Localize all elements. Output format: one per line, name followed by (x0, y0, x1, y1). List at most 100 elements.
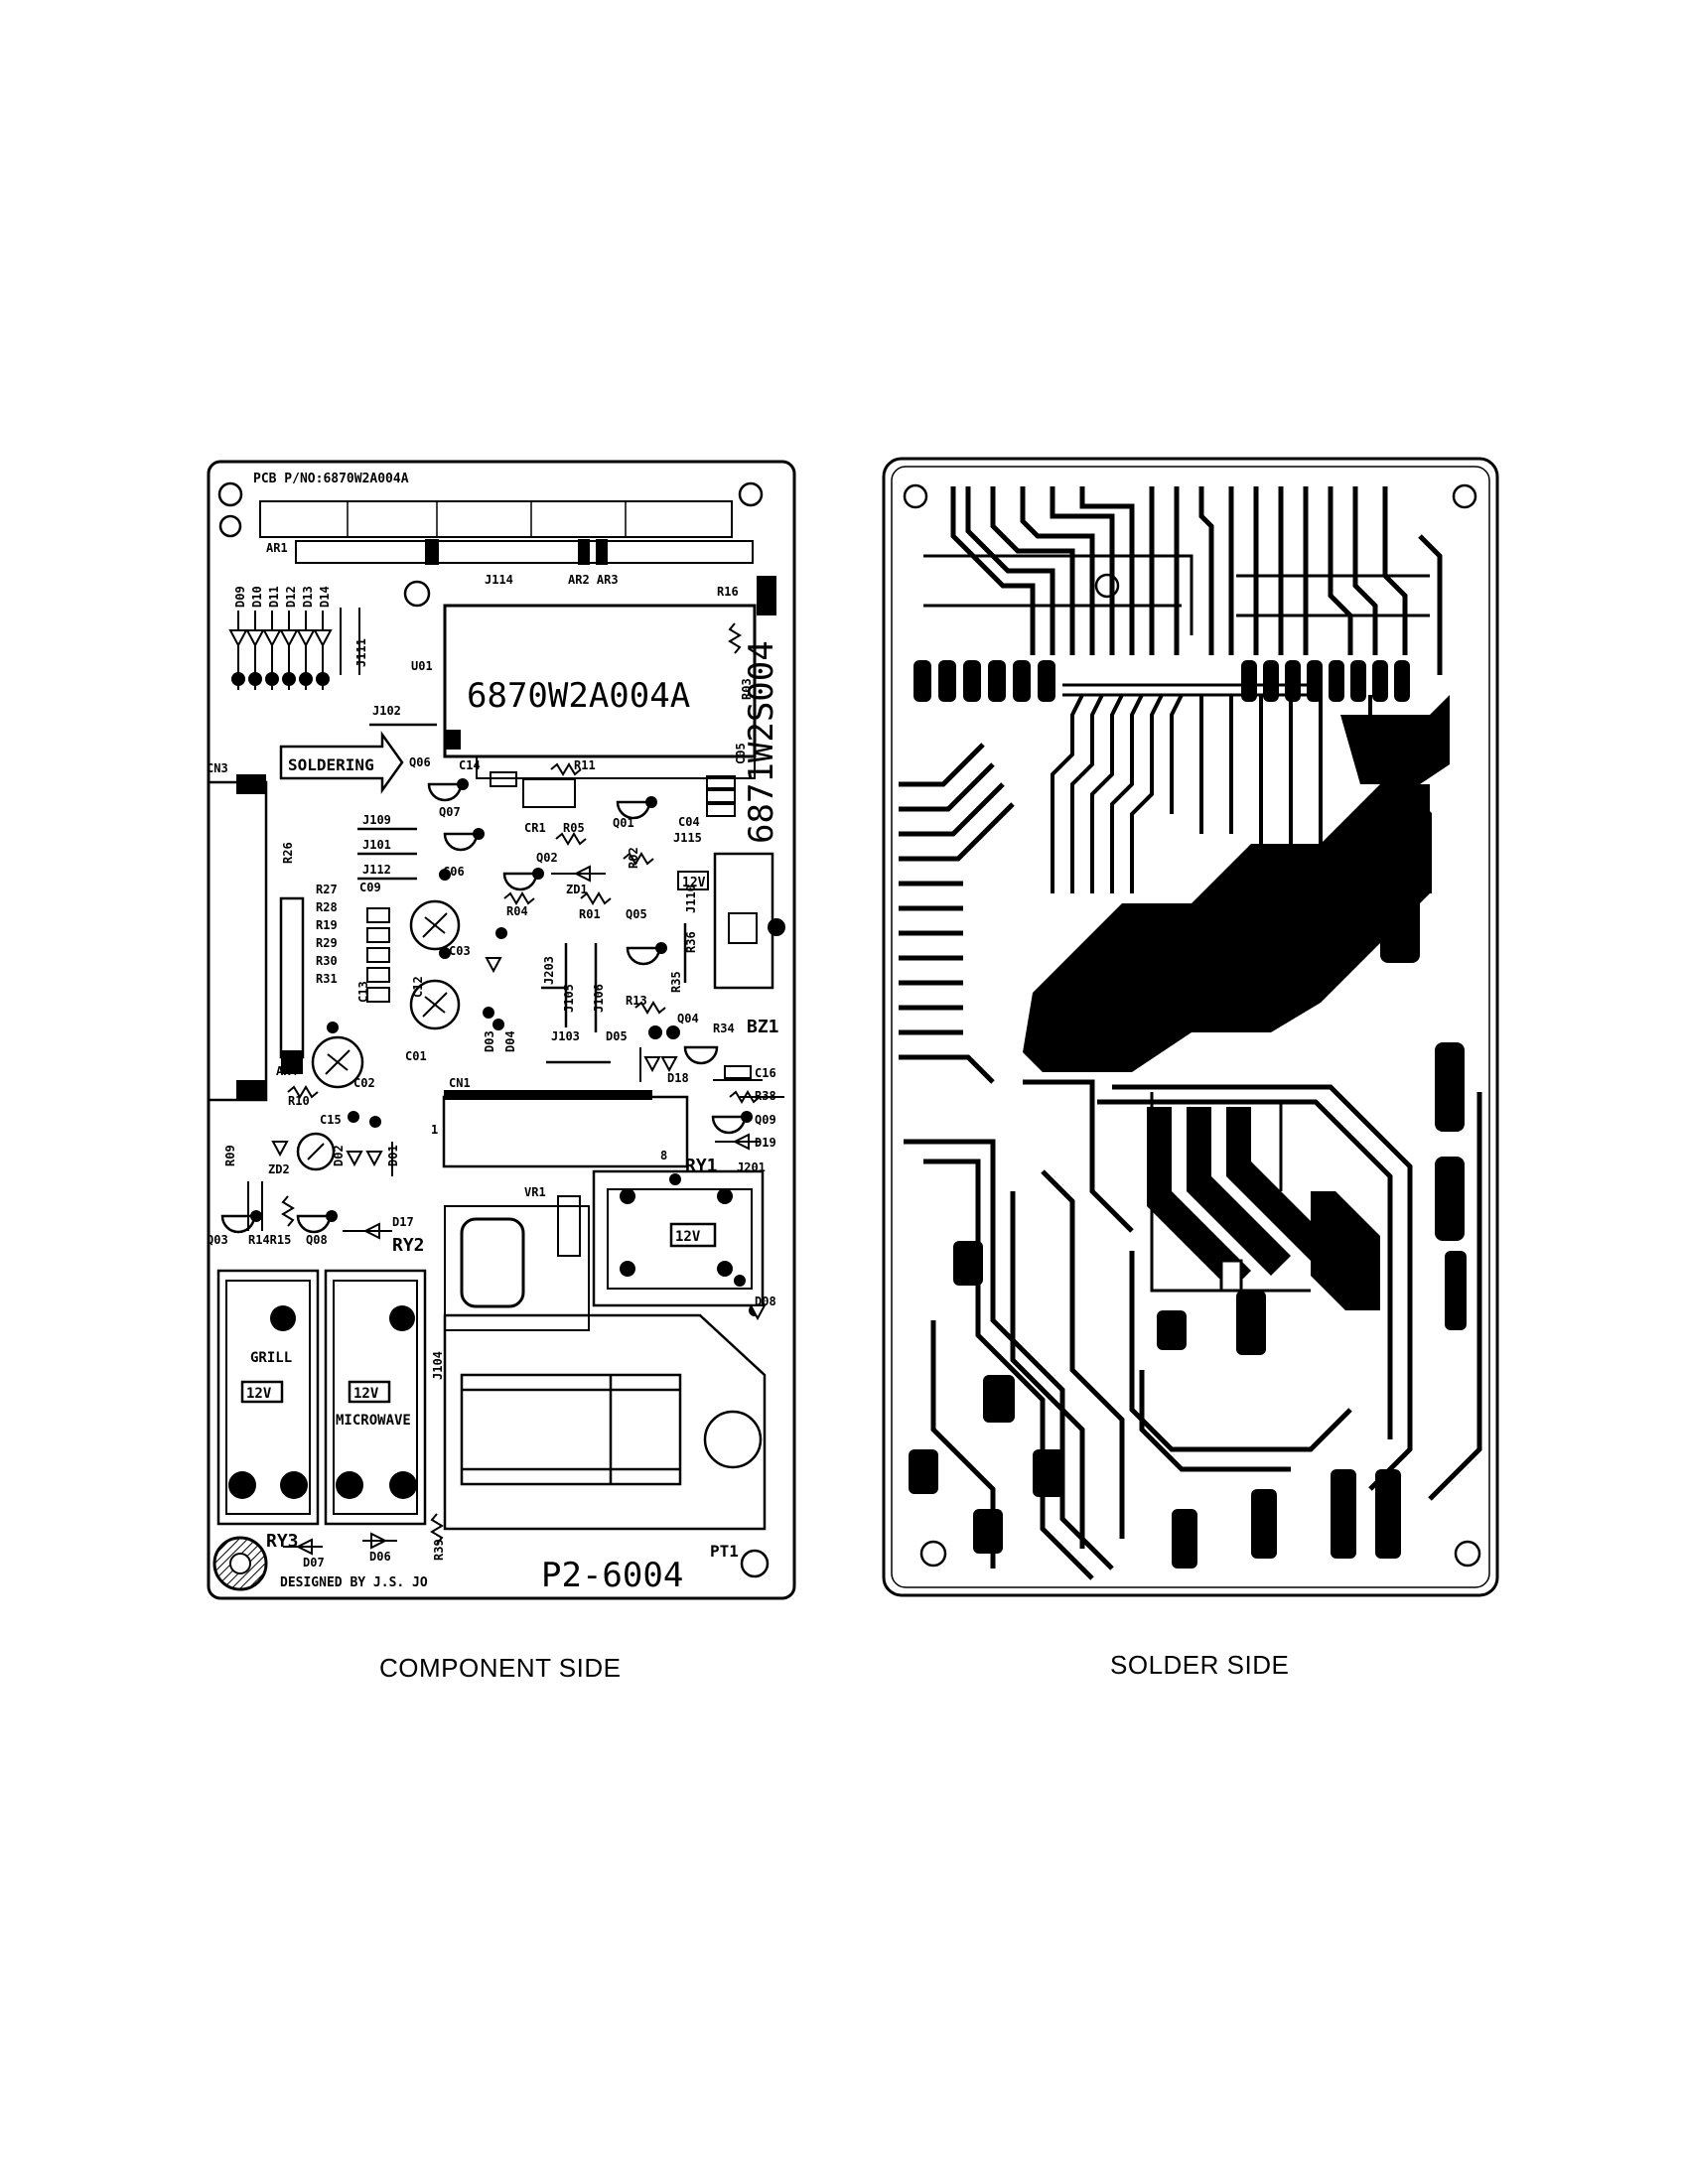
label-r14r15: R14R15 (248, 1233, 291, 1247)
mounting-hole (903, 483, 928, 509)
label-c09: C09 (359, 881, 381, 894)
designer-label: DESIGNED BY J.S. JO (280, 1575, 428, 1590)
relay-ry2-microwave (324, 1269, 427, 1526)
mounting-hole (1454, 1540, 1481, 1568)
label-d19: D19 (755, 1136, 776, 1150)
caption-component-side: COMPONENT SIDE (379, 1653, 622, 1683)
label-d11: D11 (267, 586, 281, 608)
label-r28: R28 (316, 900, 338, 914)
mounting-hole (919, 1540, 947, 1568)
relay-area (444, 1205, 590, 1331)
varistor-vr1 (460, 1217, 525, 1308)
label-r01: R01 (579, 907, 601, 921)
label-r04: R04 (506, 904, 528, 918)
label-c12: C12 (411, 976, 425, 998)
label-r19: R19 (316, 918, 338, 932)
soldering-arrow (279, 731, 404, 794)
label-d17: D17 (392, 1215, 414, 1229)
label-q04: Q04 (677, 1012, 699, 1025)
label-q01: Q01 (613, 816, 634, 830)
caption-solder-side: SOLDER SIDE (1110, 1650, 1290, 1680)
label-j201: J201 (737, 1160, 766, 1174)
mounting-hole (740, 1549, 770, 1578)
label-d01: D01 (386, 1145, 400, 1166)
label-zd1: ZD1 (566, 883, 588, 896)
label-j103: J103 (551, 1029, 580, 1043)
label-ry1: RY1 (685, 1156, 718, 1176)
display-connector (259, 500, 733, 538)
label-j111: J111 (354, 638, 368, 667)
label-pt1: PT1 (710, 1542, 739, 1561)
label-j102: J102 (372, 704, 401, 718)
label-d06: D06 (369, 1550, 391, 1564)
side-code-label: 6871W2S004 (742, 640, 781, 844)
label-r02: R02 (627, 847, 640, 869)
label-q08: Q08 (306, 1233, 328, 1247)
label-d04: D04 (503, 1030, 517, 1052)
label-r36: R36 (684, 931, 698, 953)
label-j106: J106 (592, 984, 606, 1013)
label-d14: D14 (318, 586, 332, 608)
label-r03: R03 (740, 678, 754, 700)
relay-voltage-microwave: 12V (353, 1386, 379, 1402)
transformer-pt1 (443, 1313, 767, 1531)
label-pin-1: 1 (431, 1123, 438, 1137)
label-c16: C16 (755, 1066, 776, 1080)
label-r31: R31 (316, 972, 338, 986)
label-r29: R29 (316, 936, 338, 950)
label-d12: D12 (284, 586, 298, 608)
label-zd2: ZD2 (268, 1162, 290, 1176)
label-ry2: RY2 (392, 1235, 425, 1256)
label-cr1: CR1 (524, 821, 546, 835)
label-d02: D02 (332, 1145, 346, 1166)
label-r30: R30 (316, 954, 338, 968)
label-c14: C14 (459, 758, 481, 772)
mounting-hole (1094, 573, 1120, 599)
label-r05: R05 (563, 821, 585, 835)
label-d05: D05 (606, 1029, 628, 1043)
mounting-hole (217, 481, 243, 507)
trace-fanout (1051, 694, 1432, 893)
mounting-hole (218, 514, 242, 538)
label-c02: C02 (353, 1076, 375, 1090)
label-j104: J104 (431, 1351, 445, 1380)
label-pin-8: 8 (660, 1149, 667, 1162)
mounting-hole (738, 481, 764, 507)
transistor-q04 (683, 1045, 719, 1065)
label-u01: U01 (411, 659, 433, 673)
label-q03: Q03 (207, 1233, 228, 1247)
label-q07: Q07 (439, 805, 461, 819)
component-side-labels: PCB P/NO:6870W2A004A 6870W2A004A 6871W2S… (207, 472, 781, 1595)
label-d13: D13 (301, 586, 315, 608)
microwave-label: MICROWAVE (336, 1413, 411, 1429)
ic-u01-label: 6870W2A004A (467, 676, 690, 716)
label-ry3: RY3 (266, 1531, 299, 1552)
label-j112: J112 (362, 863, 391, 877)
component-cr1 (522, 778, 576, 808)
label-vr1: VR1 (524, 1185, 546, 1199)
label-r35: R35 (669, 971, 683, 993)
label-j203: J203 (542, 956, 556, 985)
mounting-hole (403, 580, 431, 608)
label-ar2-ar3: AR2 AR3 (568, 573, 619, 587)
label-bz1: BZ1 (747, 1017, 779, 1037)
label-j101: J101 (362, 838, 391, 852)
relay-voltage-bz1: 12V (682, 876, 706, 890)
label-j114: J114 (485, 573, 513, 587)
label-d08: D08 (755, 1295, 776, 1308)
label-j115: J115 (673, 831, 702, 845)
copper-pour (909, 695, 1467, 1569)
label-c03: C03 (449, 944, 471, 958)
trace-bottom (904, 1079, 1482, 1580)
label-q02: Q02 (536, 851, 558, 865)
label-c15: C15 (320, 1113, 342, 1127)
label-c13: C13 (356, 981, 370, 1003)
label-q09: Q09 (755, 1113, 776, 1127)
label-ar1: AR1 (266, 541, 288, 555)
label-q06: Q06 (409, 755, 431, 769)
label-r13: R13 (626, 994, 647, 1008)
relay-voltage-grill: 12V (246, 1386, 272, 1402)
label-r26: R26 (281, 842, 295, 864)
label-r34: R34 (713, 1022, 735, 1035)
